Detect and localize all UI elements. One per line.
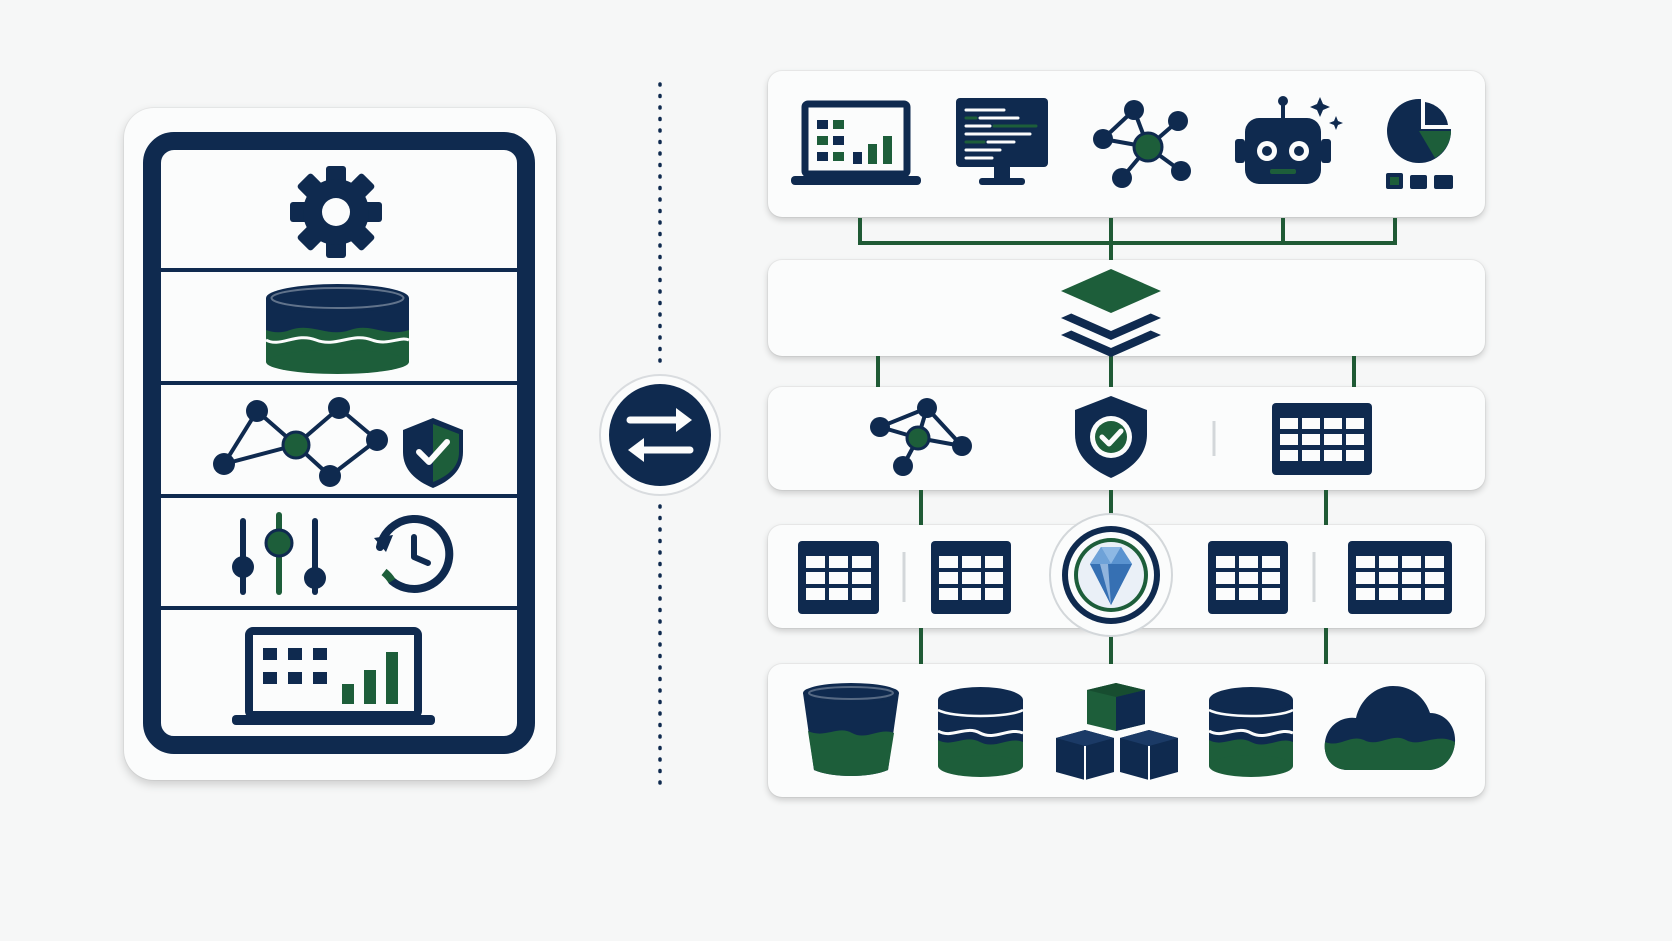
table-icon [1348,541,1452,614]
history-clock-icon [374,515,454,594]
laptop-dashboard-icon [232,627,435,725]
gem-core-icon[interactable] [1049,513,1173,637]
graph-network-icon [213,397,388,487]
database-icon [937,687,1024,777]
monitor-code-icon [956,98,1048,185]
cloud-icon [1324,686,1456,770]
shield-check-icon [403,418,463,488]
graph-network-icon [870,398,972,476]
table-icon [931,541,1011,614]
swap-arrows-icon[interactable] [599,374,721,496]
layers-icon [1061,269,1161,357]
table-icon [1272,403,1372,475]
laptop-dashboard-icon [791,100,921,185]
left-stack-frame [143,132,535,754]
cubes-icon [1056,683,1178,780]
database-icon [265,284,410,374]
database-icon [1208,687,1294,777]
connector-lines [858,218,1397,664]
pie-chart-icon [1386,97,1453,189]
gear-icon [290,166,382,258]
sliders-icon [232,512,326,595]
table-icon [798,541,879,614]
robot-ai-icon [1235,96,1343,184]
bucket-storage-icon [803,683,899,776]
network-hub-icon [1093,100,1191,188]
shield-check-icon [1075,396,1147,478]
table-icon [1208,541,1288,614]
